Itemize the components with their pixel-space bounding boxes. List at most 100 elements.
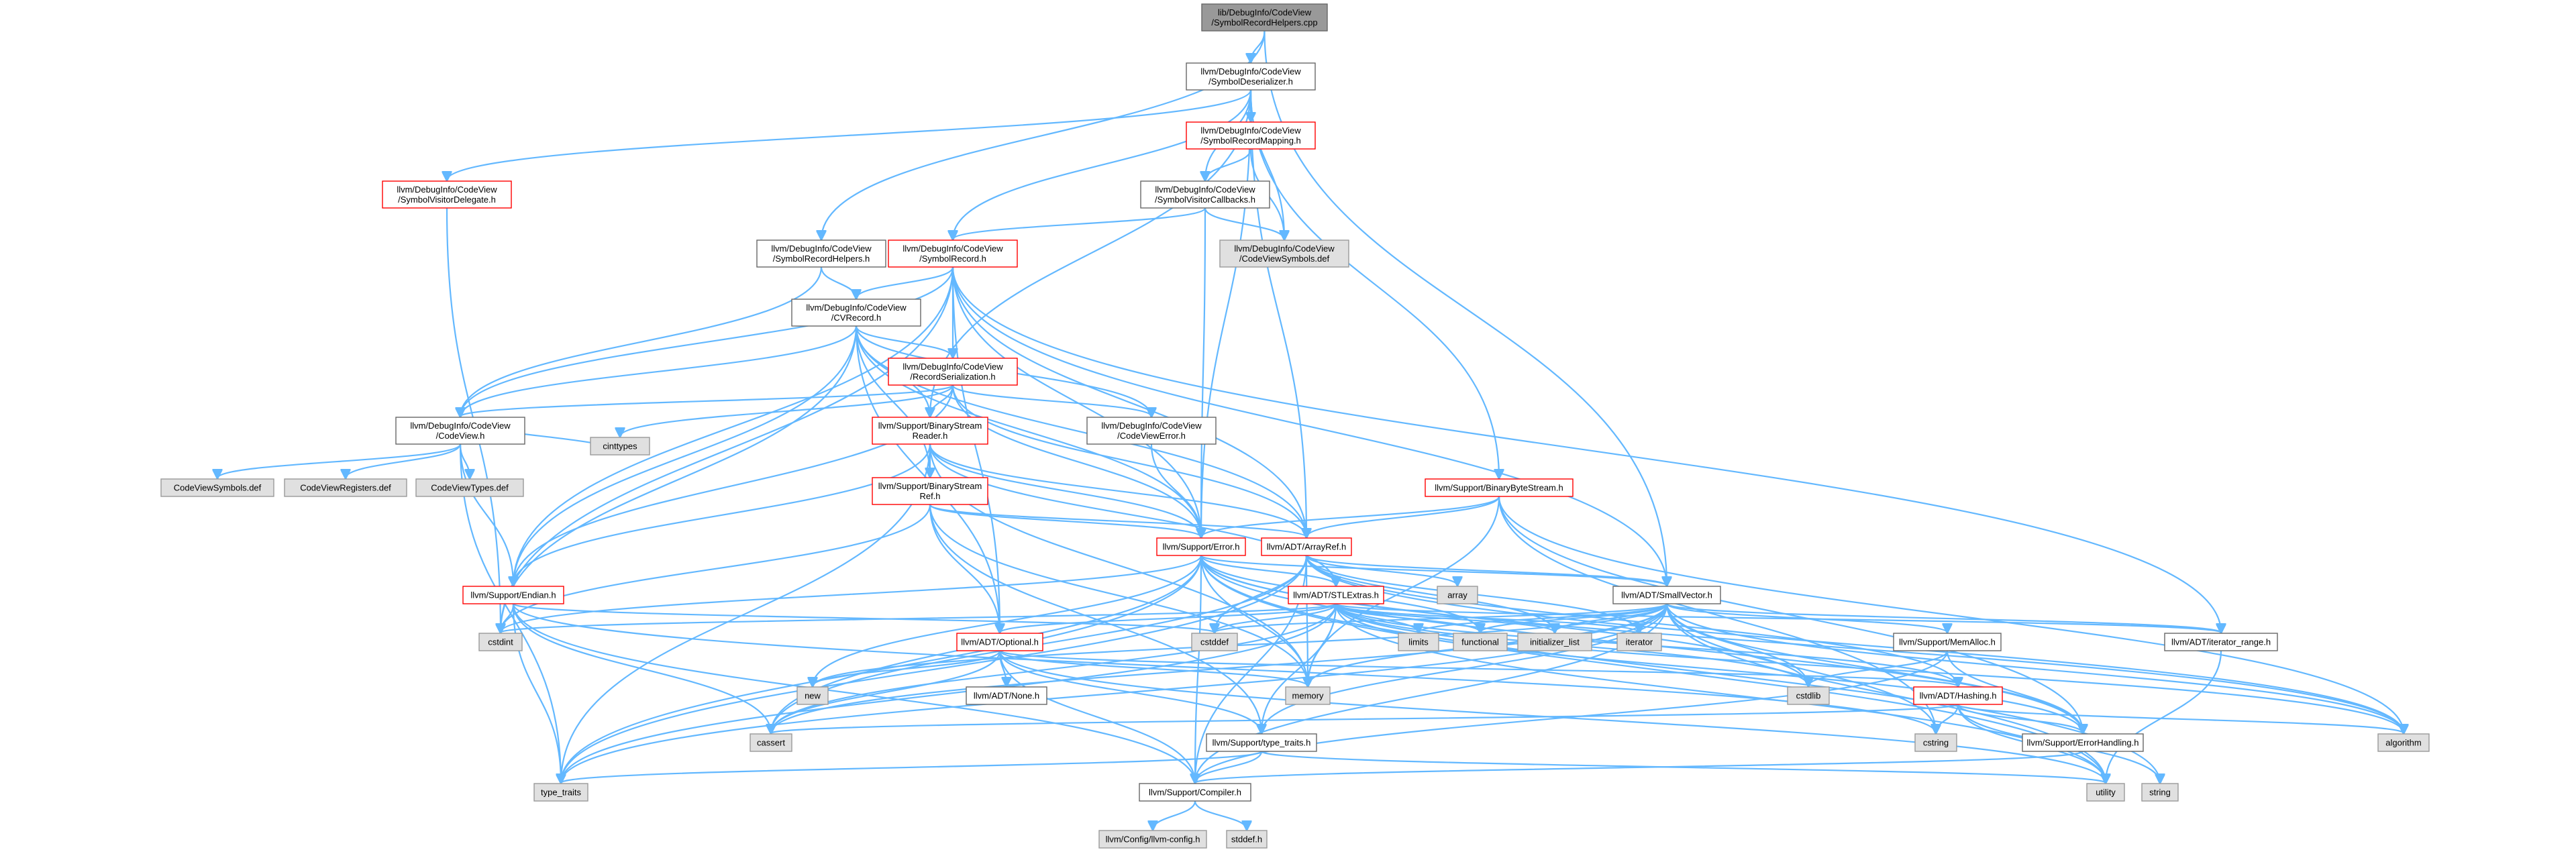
node-symdeser[interactable]: llvm/DebugInfo/CodeView/SymbolDeserializ… bbox=[1186, 62, 1316, 91]
node-label: llvm/DebugInfo/CodeView bbox=[1101, 421, 1202, 431]
node-box bbox=[1139, 783, 1251, 802]
node-label: /SymbolVisitorDelegate.h bbox=[398, 195, 496, 205]
node-box bbox=[1288, 586, 1384, 604]
node-box bbox=[1913, 686, 2003, 705]
edge-smallvec-to-new bbox=[813, 603, 1668, 686]
node-symrec[interactable]: llvm/DebugInfo/CodeView/SymbolRecord.h bbox=[888, 239, 1018, 268]
node-label: llvm/DebugInfo/CodeView bbox=[771, 244, 872, 254]
edge-errhandling-to-compiler bbox=[1195, 750, 2084, 783]
edge-symdeser-to-symrec bbox=[953, 89, 1252, 239]
edge-symrechelp-to-codeview bbox=[460, 266, 823, 417]
node-label: cstdlib bbox=[1796, 691, 1821, 701]
edge-arrayref-to-type_traits bbox=[561, 555, 1308, 783]
node-root[interactable]: lib/DebugInfo/CodeView/SymbolRecordHelpe… bbox=[1201, 3, 1328, 32]
node-endian[interactable]: llvm/Support/Endian.h bbox=[462, 586, 564, 604]
node-box bbox=[284, 478, 407, 497]
node-label: llvm/DebugInfo/CodeView bbox=[903, 244, 1003, 254]
node-box bbox=[756, 239, 886, 268]
node-label: llvm/Support/Compiler.h bbox=[1149, 788, 1241, 798]
node-box bbox=[1893, 633, 2002, 651]
node-label: llvm/DebugInfo/CodeView bbox=[806, 303, 907, 313]
edge-optional-to-typetraits bbox=[998, 650, 1261, 733]
edge-root-to-smallvec bbox=[1264, 30, 1667, 586]
node-label: llvm/DebugInfo/CodeView bbox=[410, 421, 511, 431]
edge-smallvec-to-limits bbox=[1419, 602, 1668, 633]
edge-stlextras-to-iterator bbox=[1335, 602, 1639, 633]
edge-symrechelp-to-cvrecord bbox=[820, 266, 856, 299]
edge-cvrecord-to-cstdint bbox=[501, 325, 858, 633]
edge-symdeser-to-cvsymdef bbox=[1249, 89, 1284, 239]
node-optional[interactable]: llvm/ADT/Optional.h bbox=[956, 633, 1043, 651]
edge-symdeser-to-error bbox=[1201, 89, 1252, 537]
edge-compiler-to-stddef bbox=[1194, 800, 1247, 830]
edge-typetraits-to-type_traits bbox=[561, 750, 1263, 783]
node-box bbox=[1098, 830, 1207, 849]
edge-optional-to-cassert bbox=[771, 650, 1001, 733]
node-iterrange[interactable]: llvm/ADT/iterator_range.h bbox=[2164, 633, 2278, 651]
node-utility: utility bbox=[2086, 783, 2125, 802]
node-error[interactable]: llvm/Support/Error.h bbox=[1156, 537, 1246, 556]
node-smallvec[interactable]: llvm/ADT/SmallVector.h bbox=[1612, 586, 1721, 604]
node-cvsymdef: llvm/DebugInfo/CodeView/CodeViewSymbols.… bbox=[1219, 239, 1349, 268]
node-box bbox=[382, 180, 512, 209]
node-string: string bbox=[2141, 783, 2179, 802]
node-box bbox=[1425, 478, 1574, 497]
node-label: llvm/DebugInfo/CodeView bbox=[1200, 66, 1301, 76]
node-symrecmap[interactable]: llvm/DebugInfo/CodeView/SymbolRecordMapp… bbox=[1186, 121, 1316, 150]
node-label: functional bbox=[1461, 637, 1499, 647]
node-codeview[interactable]: llvm/DebugInfo/CodeView/CodeView.h bbox=[395, 417, 525, 445]
node-cverror[interactable]: llvm/DebugInfo/CodeView/CodeViewError.h bbox=[1086, 417, 1217, 445]
edge-recser-to-error bbox=[951, 384, 1201, 537]
edge-symviscb-to-cvsymdef bbox=[1204, 207, 1284, 239]
node-box bbox=[462, 586, 564, 604]
node-label: llvm/Support/MemAlloc.h bbox=[1899, 637, 1996, 647]
node-bbstream[interactable]: llvm/Support/BinaryByteStream.h bbox=[1425, 478, 1574, 497]
edge-stlextras-to-type_traits bbox=[561, 603, 1337, 783]
node-compiler[interactable]: llvm/Support/Compiler.h bbox=[1139, 783, 1251, 802]
node-typetraits[interactable]: llvm/Support/type_traits.h bbox=[1206, 733, 1317, 752]
node-cstring: cstring bbox=[1914, 733, 1957, 752]
edge-bsref-to-error bbox=[929, 504, 1201, 537]
node-box bbox=[590, 437, 650, 456]
edge-hashing-to-cstring bbox=[1936, 704, 1959, 733]
edge-smallvec-to-memalloc bbox=[1665, 602, 1947, 633]
edge-smallvec-to-cassert bbox=[771, 603, 1668, 733]
edge-stlextras-to-algorithm bbox=[1335, 603, 2404, 733]
node-recser[interactable]: llvm/DebugInfo/CodeView/RecordSerializat… bbox=[888, 358, 1018, 386]
node-symvisdel[interactable]: llvm/DebugInfo/CodeView/SymbolVisitorDel… bbox=[382, 180, 512, 209]
node-cvsymbols: CodeViewSymbols.def bbox=[160, 478, 274, 497]
node-memalloc[interactable]: llvm/Support/MemAlloc.h bbox=[1893, 633, 2002, 651]
node-stddef: stddef.h bbox=[1226, 830, 1268, 849]
edge-bsreader-to-endian bbox=[513, 443, 931, 586]
node-box bbox=[533, 783, 588, 802]
node-stlextras[interactable]: llvm/ADT/STLExtras.h bbox=[1288, 586, 1384, 604]
edge-bbstream-to-algorithm bbox=[1498, 496, 2404, 733]
node-hashing[interactable]: llvm/ADT/Hashing.h bbox=[1913, 686, 2003, 705]
node-label: llvm/DebugInfo/CodeView bbox=[903, 362, 1003, 372]
node-label: llvm/ADT/SmallVector.h bbox=[1621, 590, 1712, 600]
node-label: llvm/Support/Endian.h bbox=[470, 590, 556, 600]
edge-codeview-to-cvregs bbox=[346, 443, 462, 478]
edge-cvrecord-to-codeview bbox=[460, 325, 858, 417]
node-cvrecord[interactable]: llvm/DebugInfo/CodeView/CVRecord.h bbox=[791, 299, 921, 327]
node-cvtypes: CodeViewTypes.def bbox=[415, 478, 524, 497]
node-box bbox=[1261, 537, 1352, 556]
node-box bbox=[1186, 121, 1316, 150]
node-new: new bbox=[796, 686, 829, 705]
node-label: cstdint bbox=[488, 637, 513, 647]
node-errhandling[interactable]: llvm/Support/ErrorHandling.h bbox=[2022, 733, 2144, 752]
node-label: llvm/Config/llvm-config.h bbox=[1106, 835, 1200, 845]
edge-symdeser-to-arrayref bbox=[1249, 89, 1306, 537]
node-symviscb[interactable]: llvm/DebugInfo/CodeView/SymbolVisitorCal… bbox=[1140, 180, 1270, 209]
edge-endian-to-compiler bbox=[512, 603, 1195, 783]
node-symrechelp[interactable]: llvm/DebugInfo/CodeView/SymbolRecordHelp… bbox=[756, 239, 886, 268]
edge-recser-to-cverror bbox=[951, 384, 1151, 417]
node-llvmconfig: llvm/Config/llvm-config.h bbox=[1098, 830, 1207, 849]
node-box bbox=[1914, 733, 1957, 752]
node-arrayref[interactable]: llvm/ADT/ArrayRef.h bbox=[1261, 537, 1352, 556]
node-label: llvm/ADT/None.h bbox=[974, 691, 1039, 701]
node-none[interactable]: llvm/ADT/None.h bbox=[966, 686, 1047, 705]
node-initlist: initializer_list bbox=[1517, 633, 1592, 651]
